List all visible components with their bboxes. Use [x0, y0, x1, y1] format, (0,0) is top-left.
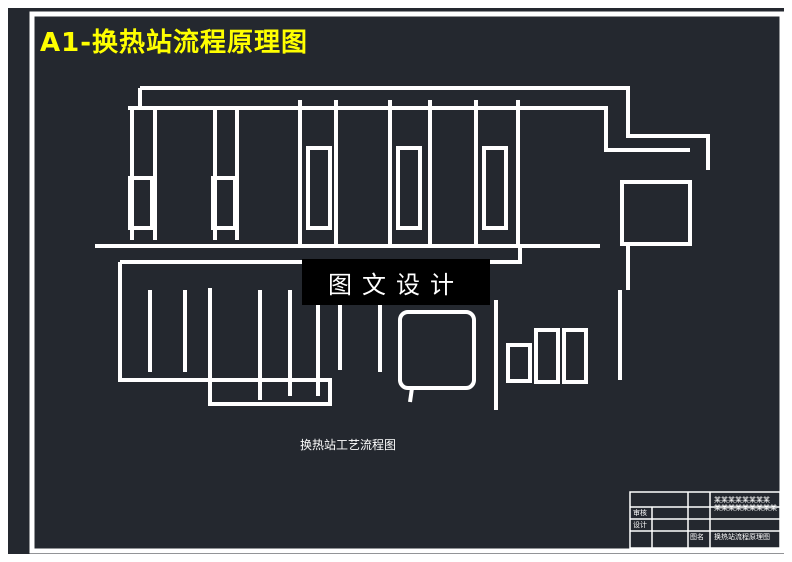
tank-legs [408, 387, 414, 403]
title-block [629, 491, 781, 549]
treatment-vessel-2 [534, 328, 560, 384]
watermark-label: 图文设计 [302, 259, 490, 305]
title-block-org-line2: 某某某某某某某某某 [714, 504, 777, 512]
title-block-org-line1: 某某某某某某某某 [714, 496, 770, 504]
diagram-caption: 换热站工艺流程图 [300, 438, 397, 452]
drawing-title: A1-换热站流程原理图 [40, 28, 309, 58]
treatment-vessel-1 [506, 343, 532, 383]
title-block-design-label: 设计 [633, 521, 647, 529]
title-block-sheet-name: 换热站流程原理图 [714, 533, 770, 541]
exchanger-column-3 [298, 100, 338, 246]
pump-loop-left [118, 262, 332, 406]
storage-tank [398, 310, 476, 390]
treatment-vessel-3 [562, 328, 588, 384]
title-block-frame [629, 491, 781, 549]
second-header-pipe [128, 106, 690, 152]
exchanger-column-1 [128, 108, 157, 240]
supply-low-pipe [120, 248, 522, 264]
title-block-approve-label: 审核 [633, 509, 647, 517]
exchanger-column-5 [474, 100, 520, 246]
exchanger-column-4 [388, 100, 432, 246]
top-header-pipe [140, 86, 710, 170]
drawing-border [29, 11, 785, 554]
expansion-tank [620, 180, 692, 246]
title-block-sheet-label: 图名 [690, 533, 704, 541]
piping-network [95, 86, 710, 410]
exchanger-column-2 [211, 108, 239, 240]
